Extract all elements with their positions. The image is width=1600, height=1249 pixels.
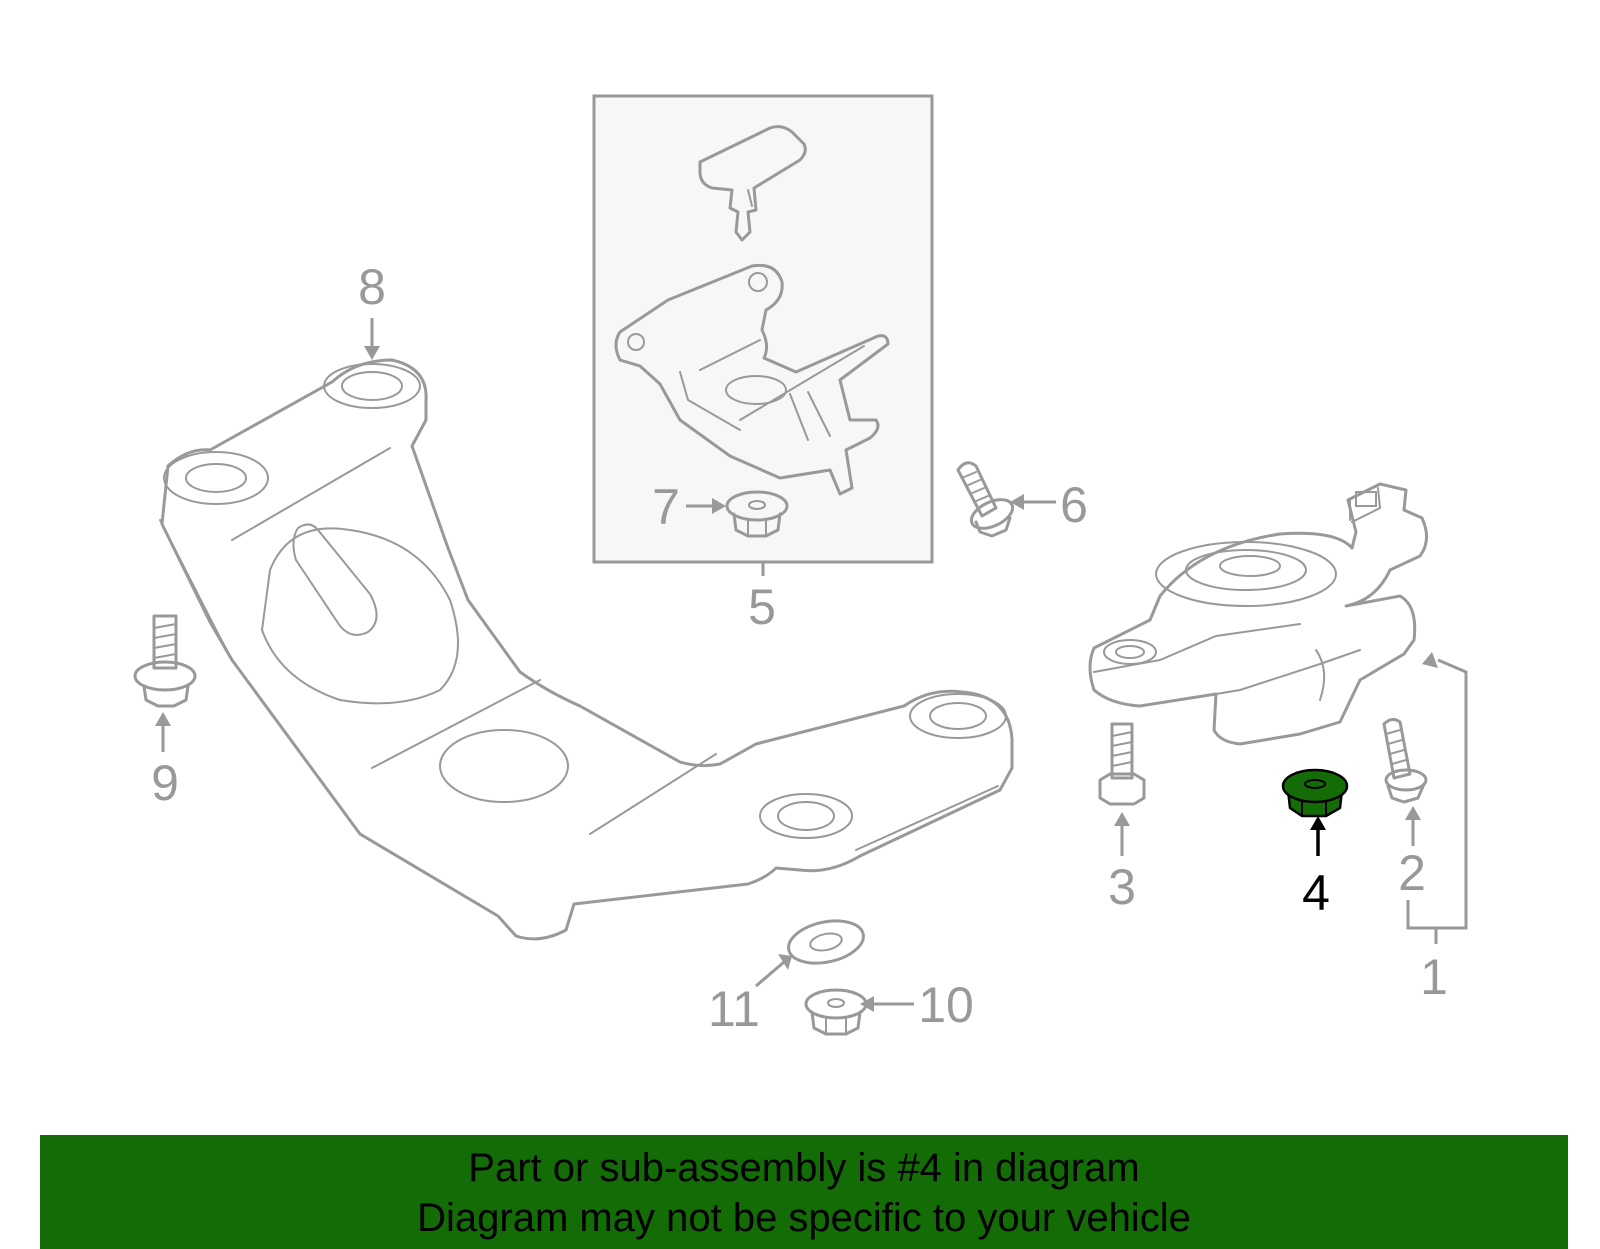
- callout-11: 11: [708, 981, 760, 1037]
- part-9-bolt[interactable]: [133, 614, 197, 708]
- callout-9: 9: [151, 755, 179, 811]
- part-10-nut[interactable]: [804, 988, 868, 1036]
- part-3-bolt[interactable]: [1098, 722, 1146, 806]
- part-6-bolt[interactable]: [956, 461, 1017, 538]
- callout-5: 5: [748, 579, 776, 635]
- callout-10: 10: [918, 977, 974, 1033]
- callout-3: 3: [1108, 859, 1136, 915]
- part-7-nut[interactable]: [725, 490, 789, 538]
- part-11-washer[interactable]: [785, 915, 868, 970]
- inset-box-assembly-5: [592, 94, 934, 564]
- banner-line-disclaimer: Diagram may not be specific to your vehi…: [417, 1196, 1191, 1240]
- part-2-bolt[interactable]: [1382, 717, 1428, 804]
- crossmember[interactable]: [159, 358, 1014, 941]
- banner-line-part-info: Part or sub-assembly is #4 in diagram: [468, 1146, 1140, 1190]
- callout-4: 4: [1302, 865, 1330, 921]
- callout-7: 7: [652, 479, 680, 535]
- callout-2: 2: [1398, 845, 1426, 901]
- callout-1: 1: [1420, 949, 1448, 1005]
- callout-lines: [155, 318, 1468, 1012]
- info-banner: Part or sub-assembly is #4 in diagram Di…: [40, 1135, 1568, 1249]
- callout-6: 6: [1060, 477, 1088, 533]
- parts-diagram: 8 9 7 6 5 3 4 2 1 11 10: [133, 94, 1468, 1037]
- callout-8: 8: [358, 259, 386, 315]
- part-1-mount[interactable]: [1088, 482, 1428, 746]
- part-4-nut-highlighted[interactable]: [1281, 768, 1349, 818]
